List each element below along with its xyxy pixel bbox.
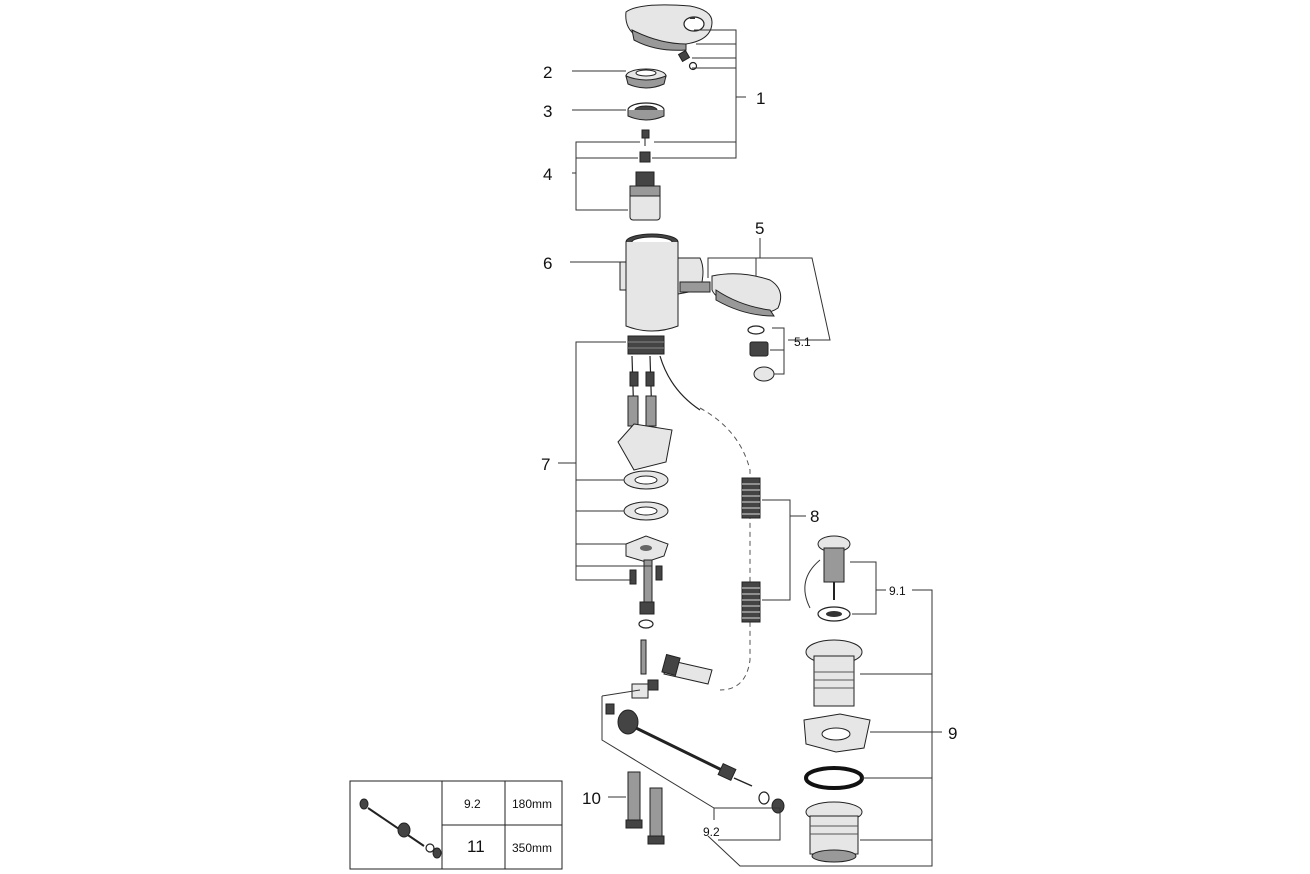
legend-row1-length: 180mm <box>512 797 552 811</box>
leader-lines <box>558 29 942 867</box>
callout-5-1: 5.1 <box>794 335 811 349</box>
callout-2: 2 <box>543 63 552 82</box>
callout-8: 8 <box>810 507 819 526</box>
lift-rod-sketch <box>359 798 442 859</box>
callout-6: 6 <box>543 254 552 273</box>
linkage-clamp <box>605 679 659 715</box>
length-legend-table: 9.2 180mm 11 350mm <box>349 780 563 870</box>
callout-1: 1 <box>756 89 765 108</box>
spring-lower <box>741 581 761 623</box>
callout-7: 7 <box>541 455 550 474</box>
plug-arc <box>804 559 821 609</box>
drain-gasket <box>803 713 871 753</box>
cap-ring-part <box>625 68 667 89</box>
callout-9-2: 9.2 <box>703 825 720 839</box>
cartridge-part <box>629 129 661 221</box>
washer-bottom <box>623 501 669 521</box>
legend-row2-length: 350mm <box>512 841 552 855</box>
mounting-bracket <box>625 535 669 563</box>
lift-rod-lever-part <box>679 273 782 317</box>
callout-9: 9 <box>948 724 957 743</box>
aerator-part <box>747 325 775 382</box>
washer-top <box>623 470 669 490</box>
drain-body-part <box>805 639 863 707</box>
callout-5: 5 <box>755 219 764 238</box>
handle-screw <box>677 49 698 71</box>
callout-10: 10 <box>582 789 601 808</box>
callout-3: 3 <box>543 102 552 121</box>
supply-hoses-part <box>625 771 665 845</box>
retaining-ring-part <box>627 102 665 121</box>
drain-tailpiece <box>805 801 863 863</box>
callout-4: 4 <box>543 165 552 184</box>
legend-row1-item: 9.2 <box>464 797 481 811</box>
drain-oring <box>804 766 864 790</box>
drain-hose-path <box>699 407 751 691</box>
spring-upper <box>741 477 761 519</box>
pivot-ball <box>617 709 785 814</box>
hose-connector <box>661 653 713 685</box>
pop-up-plug-part <box>817 535 851 622</box>
legend-row2-item: 11 <box>467 837 485 856</box>
mounting-screws <box>629 559 663 675</box>
callout-9-1: 9.1 <box>889 584 906 598</box>
lever-handle-part <box>625 4 713 51</box>
flexible-hoses-part <box>617 355 701 471</box>
mixer-body-part <box>619 233 704 355</box>
